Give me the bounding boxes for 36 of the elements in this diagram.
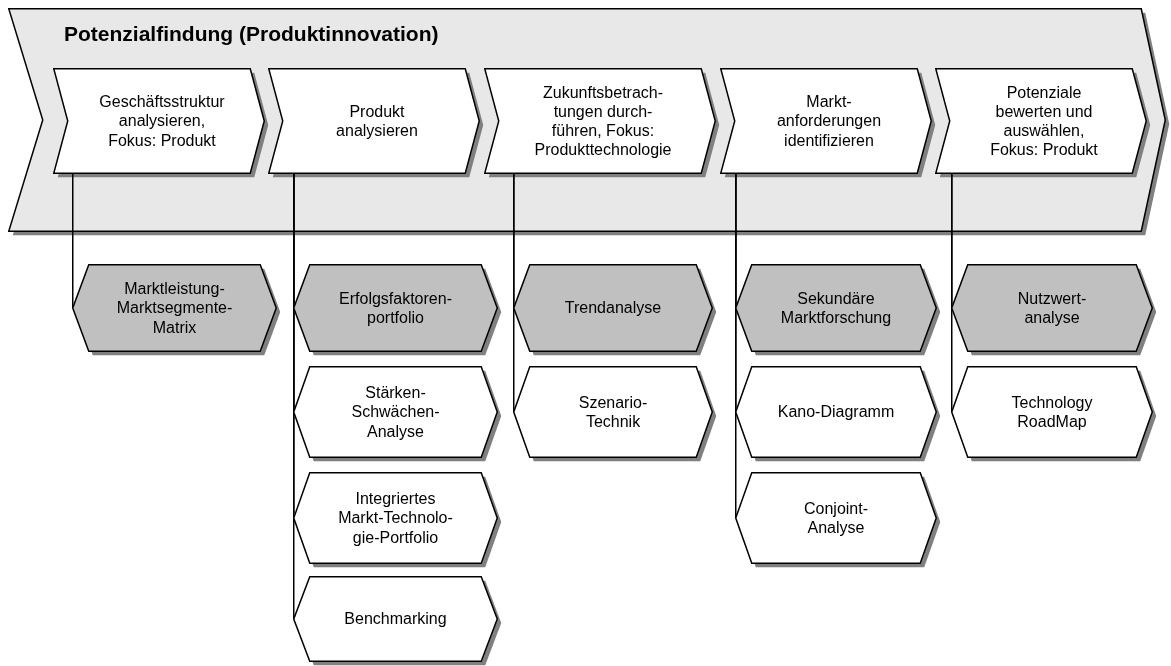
node-text: Produkt analysieren [335,101,419,141]
method-hexagon [293,472,502,568]
node-text: Benchmarking [344,609,447,629]
node-text: Markt- anforderungen identifizieren [775,92,883,150]
method-hexagon [513,366,717,462]
node-text: Trendanalyse [564,298,662,318]
method-hexagon [735,472,941,568]
node-text: Conjoint- Analyse [803,498,869,538]
process-step [484,68,720,178]
node-text: Sekundäre Marktforschung [779,288,893,328]
method-hexagon [293,366,502,462]
method-hexagon [735,264,941,356]
node-text: Kano-Diagramm [777,402,895,422]
node-text: Potenziale bewerten und auswählen, Fokus: Produkt [989,82,1099,160]
node-text: Stärken- Schwächen- Analyse [350,383,441,441]
node-text: Erfolgsfaktoren- portfolio [338,288,453,328]
node-text: Geschäftsstruktur analysieren, Fokus: Produkt [98,92,226,150]
method-hexagon [735,366,941,462]
phase-title: Potenzialfindung (Produktinnovation) [64,21,439,47]
node-text: Technology RoadMap [1010,392,1094,432]
method-hexagon [951,264,1157,356]
node-text: Integriertes Markt-Technolo- gie-Portfolio [337,489,454,547]
phase-band [8,8,1170,236]
process-step [720,68,936,178]
node-text: Zukunftsbetrach- tungen durch- führen, Fokus: Produkttechnologie [533,82,673,160]
method-hexagon [513,264,717,356]
process-step [935,68,1151,178]
node-text: Szenario- Technik [577,392,649,432]
method-hexagon [293,264,502,356]
node-text: Marktleistung- Marktsegmente- Matrix [115,279,234,337]
process-step [53,68,269,178]
method-hexagon [72,264,281,356]
method-hexagon [293,576,502,666]
process-step [268,68,484,178]
node-text: Nutzwert- analyse [1016,288,1088,328]
method-hexagon [951,366,1157,462]
